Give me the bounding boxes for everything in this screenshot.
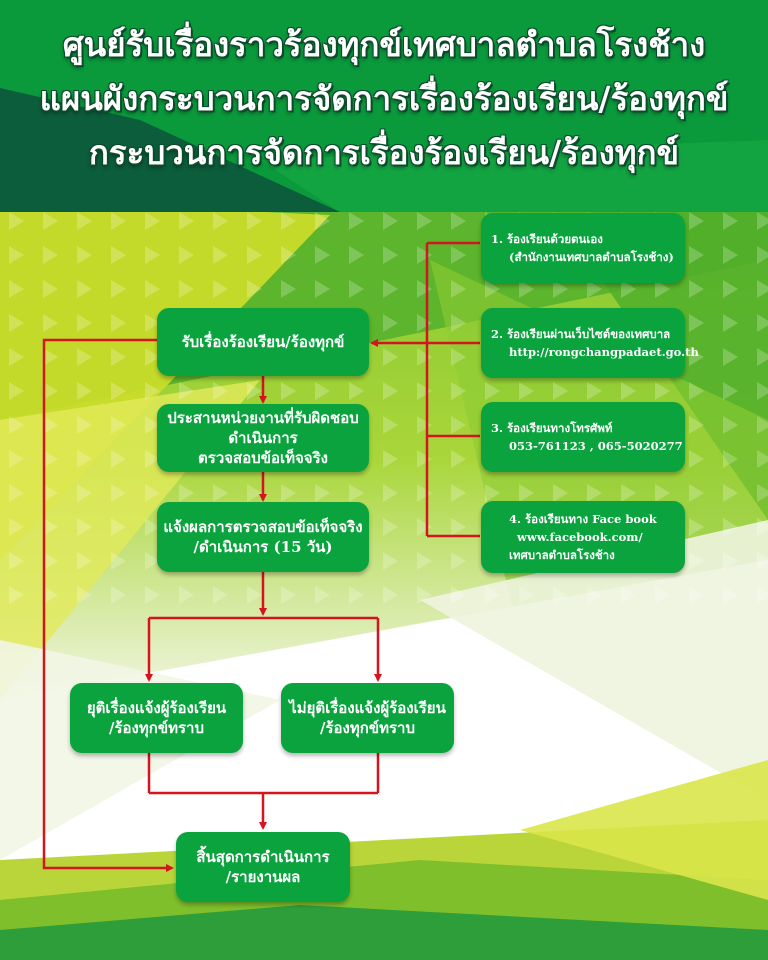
channel-4-url: www.facebook.com/	[517, 530, 643, 544]
step-receive-line-1: รับเรื่องร้องเรียน/ร้องทุกข์	[181, 333, 345, 351]
step-resolved: ยุติเรื่องแจ้งผู้ร้องเรียน /ร้องทุกข์ทรา…	[70, 683, 243, 753]
channel-4-label: 4. ร้องเรียนทาง Face book	[509, 512, 657, 526]
step-coordinate-agency: ประสานหน่วยงานที่รับผิดชอบ ดำเนินการ ตรว…	[157, 404, 369, 472]
channel-website: 2. ร้องเรียนผ่านเว็บไซต์ของเทศบาล http:/…	[481, 308, 699, 378]
step-end-line-2: /รายงานผล	[225, 868, 301, 886]
process-subtitle: กระบวนการจัดการเรื่องร้องเรียน/ร้องทุกข์	[88, 133, 680, 172]
channel-facebook: 4. ร้องเรียนทาง Face book www.facebook.c…	[481, 501, 685, 573]
channel-phone: 3. ร้องเรียนทางโทรศัพท์ 053-761123 , 065…	[481, 402, 685, 472]
channel-1-label: 1. ร้องเรียนด้วยตนเอง	[491, 232, 603, 246]
step-notify-line-2: /ดำเนินการ (15 วัน)	[193, 538, 333, 556]
connector-loop-to-end	[42, 338, 174, 872]
step-end-report: สิ้นสุดการดำเนินการ /รายงานผล	[176, 832, 350, 902]
step-unresolved-line-2: /ร้องทุกข์ทราบ	[320, 719, 415, 737]
step-coordinate-line-3: ตรวจสอบข้อเท็จจริง	[198, 449, 328, 467]
channel-2-label: 2. ร้องเรียนผ่านเว็บไซต์ของเทศบาล	[491, 327, 671, 341]
step-resolved-line-2: /ร้องทุกข์ทราบ	[109, 719, 204, 737]
channel-1-detail: (สำนักงานเทศบาลตำบลโรงช้าง)	[509, 250, 674, 264]
step-unresolved-line-1: ไม่ยุติเรื่องแจ้งผู้ร้องเรียน	[289, 699, 446, 717]
step-resolved-line-1: ยุติเรื่องแจ้งผู้ร้องเรียน	[86, 699, 227, 717]
step-notify-result: แจ้งผลการตรวจสอบข้อเท็จจริง /ดำเนินการ (…	[157, 502, 369, 572]
step-unresolved: ไม่ยุติเรื่องแจ้งผู้ร้องเรียน /ร้องทุกข์…	[281, 683, 454, 753]
step-coordinate-line-1: ประสานหน่วยงานที่รับผิดชอบ	[167, 409, 359, 427]
channel-2-url: http://rongchangpadaet.go.th	[509, 345, 699, 359]
flowchart-title: แผนผังกระบวนการจัดการเรื่องร้องเรียน/ร้อ…	[39, 79, 729, 118]
channel-in-person: 1. ร้องเรียนด้วยตนเอง (สำนักงานเทศบาลตำบ…	[481, 213, 685, 283]
step-notify-line-1: แจ้งผลการตรวจสอบข้อเท็จจริง	[163, 518, 363, 536]
channel-3-numbers: 053-761123 , 065-5020277	[509, 439, 683, 453]
step-receive-complaint: รับเรื่องร้องเรียน/ร้องทุกข์	[157, 308, 369, 376]
step-end-line-1: สิ้นสุดการดำเนินการ	[196, 848, 330, 866]
center-name-title: ศูนย์รับเรื่องราวร้องทุกข์เทศบาลตำบลโรงช…	[62, 25, 706, 64]
step-coordinate-line-2: ดำเนินการ	[228, 429, 298, 447]
channel-4-page: เทศบาลตำบลโรงช้าง	[509, 548, 615, 562]
channel-3-label: 3. ร้องเรียนทางโทรศัพท์	[491, 421, 613, 435]
